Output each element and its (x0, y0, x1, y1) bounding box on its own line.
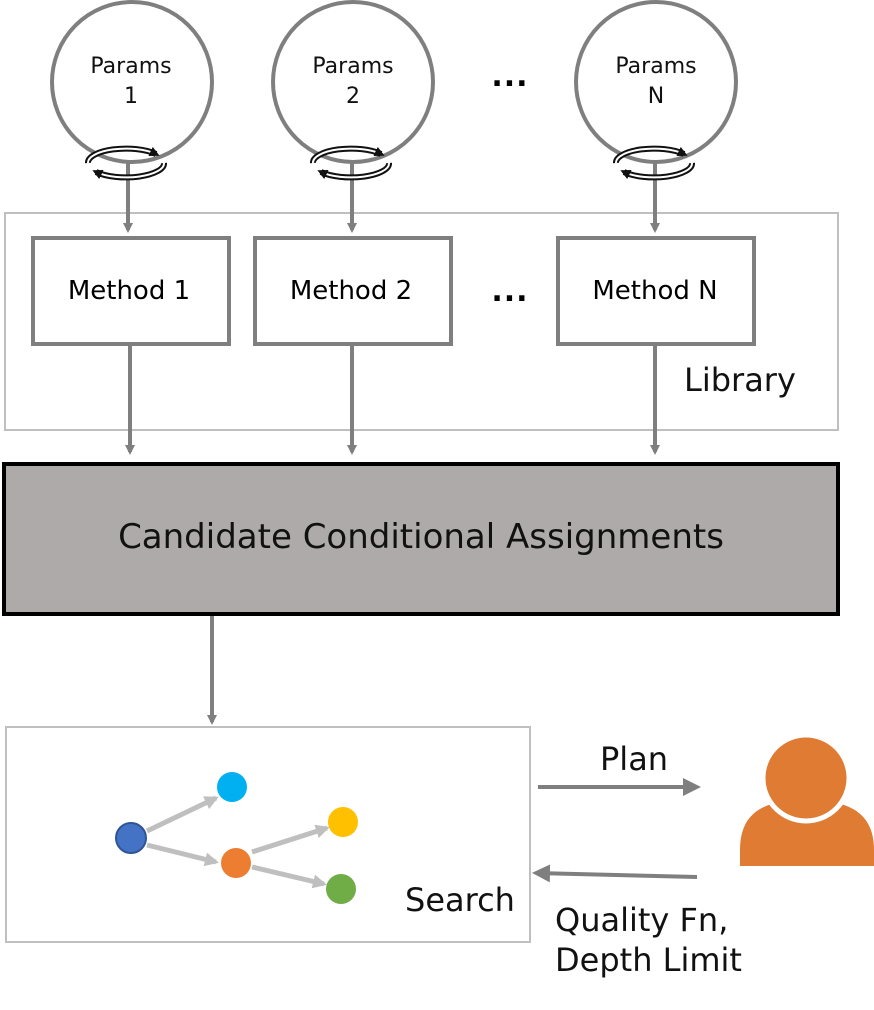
search-tree-edge (146, 842, 219, 867)
search-tree-node (217, 772, 247, 802)
method-box-n (556, 236, 756, 346)
search-tree-root-node (115, 822, 147, 854)
search-tree-edge (145, 795, 219, 834)
user-icon (740, 732, 874, 866)
method-box-1 (31, 236, 231, 346)
refresh-cycle-icon (613, 145, 695, 181)
feedback-arrow (532, 864, 698, 883)
params-label-line2: N (647, 84, 665, 109)
search-tree-node (328, 807, 358, 837)
feedback-label-line2: Depth Limit (555, 941, 742, 979)
feedback-label: Quality Fn, Depth Limit (555, 900, 742, 980)
candidate-box (2, 462, 840, 616)
candidate-label: Candidate Conditional Assignments (118, 517, 724, 557)
method-label-n: Method N (592, 276, 718, 306)
search-tree-node (221, 848, 251, 878)
params-label-1: Params 1 (71, 52, 191, 112)
search-label: Search (405, 881, 515, 919)
method-label-2: Method 2 (289, 276, 413, 306)
method-label-1: Method 1 (67, 276, 191, 306)
refresh-cycle-icon (85, 145, 167, 181)
search-tree-edge (251, 864, 327, 889)
params-label-line2: 2 (346, 84, 360, 109)
library-label: Library (684, 361, 796, 399)
params-label-line1: Params (312, 54, 394, 79)
library-container (4, 212, 839, 431)
search-box (5, 726, 531, 943)
feedback-label-line1: Quality Fn, (555, 901, 729, 939)
params-label-line1: Params (615, 54, 697, 79)
methods-ellipsis: ... (491, 274, 529, 309)
params-label-line2: 1 (124, 84, 138, 109)
params-label-line1: Params (90, 54, 172, 79)
params-ellipsis: ... (491, 59, 529, 94)
search-tree-edge (251, 824, 330, 855)
refresh-cycle-icon (310, 145, 392, 181)
plan-label: Plan (600, 740, 669, 778)
search-tree-node (326, 874, 356, 904)
params-label-n: Params N (596, 52, 716, 112)
method-box-2 (253, 236, 453, 346)
params-label-2: Params 2 (293, 52, 413, 112)
params-circle-1 (50, 0, 214, 164)
